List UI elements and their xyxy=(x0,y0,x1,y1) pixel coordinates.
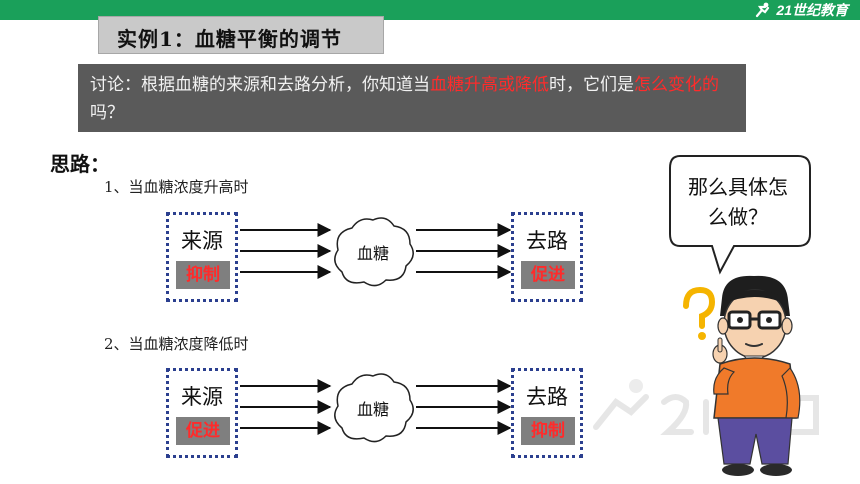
case-2-title: 2、当血糖浓度降低时 xyxy=(104,335,249,353)
discussion-text-3: 吗？ xyxy=(90,103,124,123)
case-1-right-arrows xyxy=(416,223,512,279)
case-1-title: 1、当血糖浓度升高时 xyxy=(104,178,249,196)
case-1-source-label: 来源 xyxy=(181,229,223,253)
case-2-destination-tag: 抑制 xyxy=(521,417,575,445)
top-bar xyxy=(0,0,860,20)
cloud-icon xyxy=(334,373,414,443)
case-2-blood-sugar-cloud: 血糖 xyxy=(330,370,416,446)
case-1-source-box: 来源 抑制 xyxy=(166,212,238,302)
speech-bubble-line-2: 么做？ xyxy=(708,205,768,229)
case-2-center-label: 血糖 xyxy=(356,400,389,419)
logo-text: 21世纪教育 xyxy=(776,2,848,18)
case-1-destination-label: 去路 xyxy=(526,229,568,253)
title-box: 实例1：血糖平衡的调节 xyxy=(98,16,384,54)
case-1-center-label: 血糖 xyxy=(356,244,389,263)
case-1-destination-tag: 促进 xyxy=(521,261,575,289)
case-2-destination-label: 去路 xyxy=(526,385,568,409)
approach-label: 思路： xyxy=(50,152,110,176)
case-2-left-arrows xyxy=(240,379,332,435)
case-1-left-arrows xyxy=(240,223,332,279)
case-2-right-arrows xyxy=(416,379,512,435)
case-2-source-box: 来源 促进 xyxy=(166,368,238,458)
discussion-box: 讨论：根据血糖的来源和去路分析，你知道当血糖升高或降低时，它们是怎么变化的吗？ xyxy=(78,64,746,132)
discussion-highlight-2: 怎么变化的 xyxy=(634,75,719,95)
speech-bubble-line-1: 那么具体怎 xyxy=(688,175,788,199)
case-1-blood-sugar-cloud: 血糖 xyxy=(330,214,416,290)
speech-bubble-text: 那么具体怎 么做？ xyxy=(668,172,808,232)
speech-bubble xyxy=(669,155,811,275)
brand-logo: 21世纪教育 xyxy=(753,1,848,19)
case-2-source-label: 来源 xyxy=(181,385,223,409)
discussion-highlight-1: 血糖升高或降低 xyxy=(430,75,549,95)
case-1-destination-box: 去路 促进 xyxy=(511,212,583,302)
case-2-destination-box: 去路 抑制 xyxy=(511,368,583,458)
discussion-text-1: 讨论：根据血糖的来源和去路分析，你知道当 xyxy=(90,75,430,95)
discussion-text-2: 时，它们是 xyxy=(549,75,634,95)
case-2-source-tag: 促进 xyxy=(176,417,230,445)
case-1-source-tag: 抑制 xyxy=(176,261,230,289)
runner-logo-icon xyxy=(756,2,770,18)
page-title: 实例1：血糖平衡的调节 xyxy=(117,27,342,51)
thinking-teacher-illustration xyxy=(683,275,801,476)
cloud-icon xyxy=(334,217,414,287)
